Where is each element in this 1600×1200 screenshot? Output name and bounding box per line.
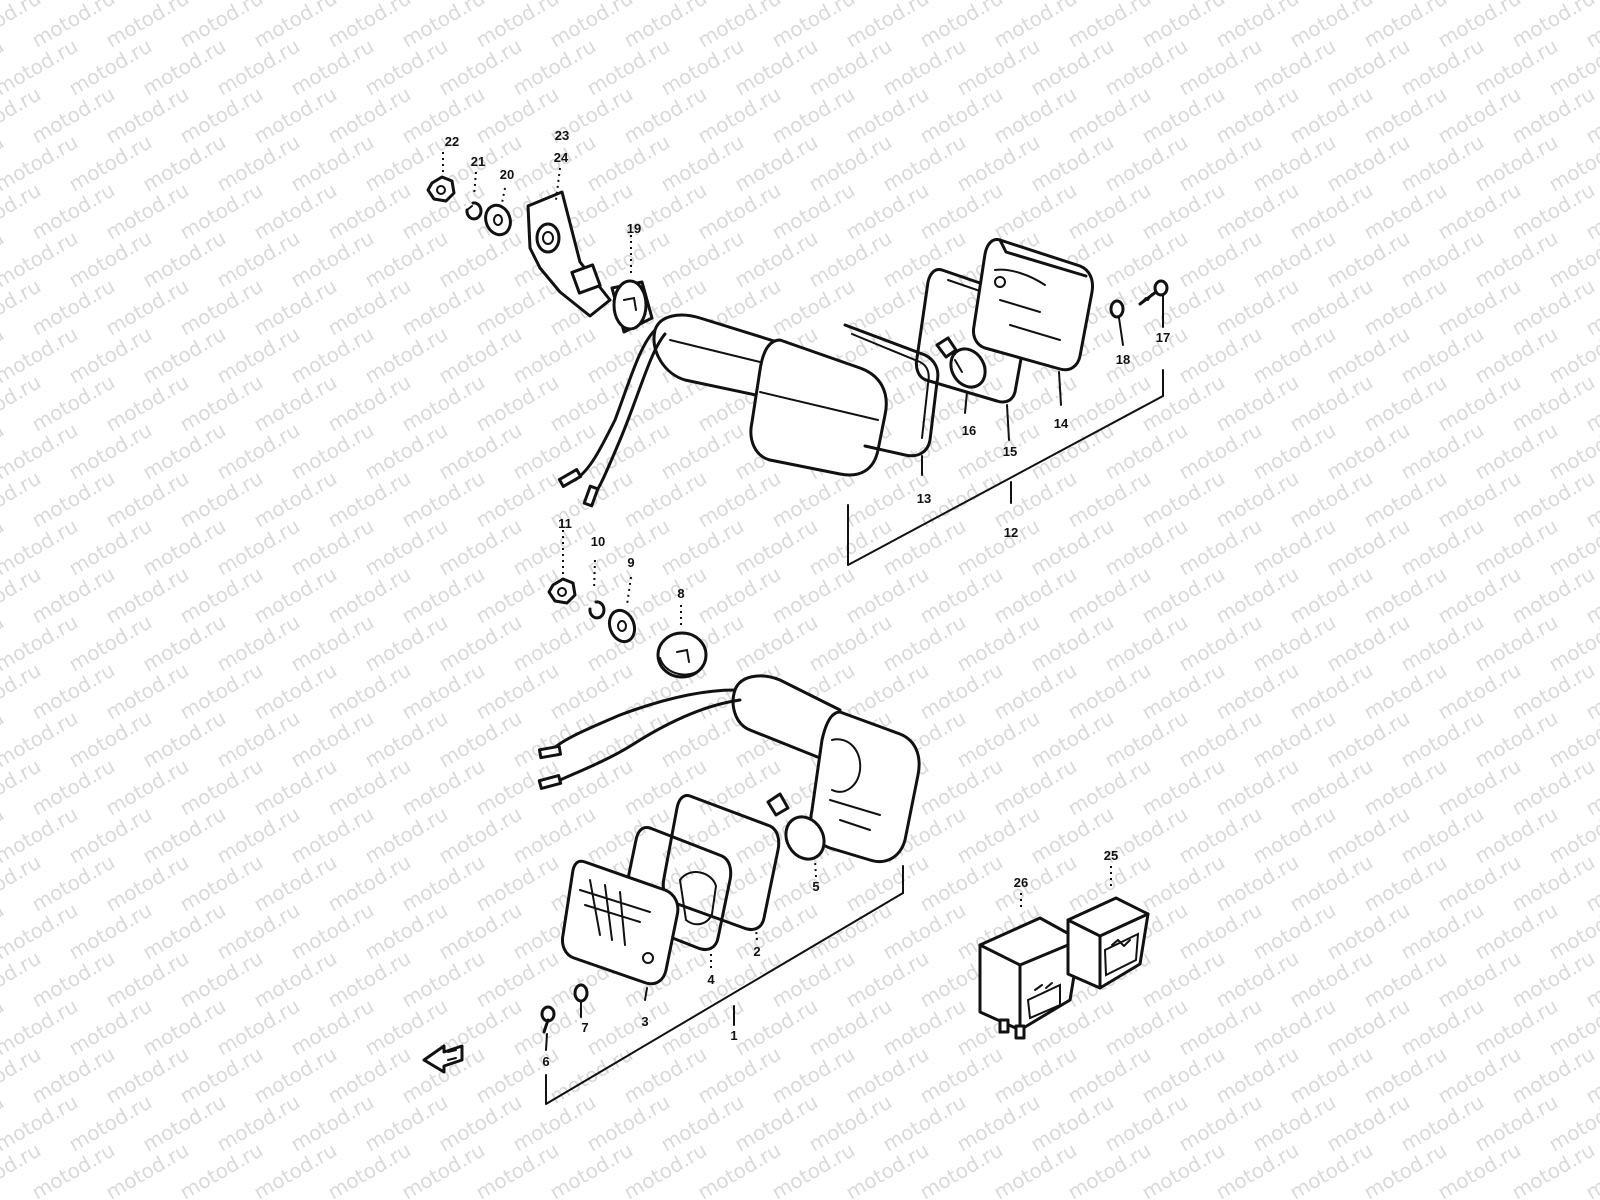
callout-7: 7 (581, 1020, 588, 1035)
gasket-2-icon (661, 794, 781, 932)
callout-24: 24 (554, 150, 569, 165)
callout-6: 6 (542, 1054, 549, 1069)
gasket-13-icon (843, 323, 940, 458)
upper-signal-body-icon (652, 313, 888, 477)
callout-11: 11 (558, 516, 572, 531)
callout-18: 18 (1116, 352, 1130, 367)
leader-lines (442, 152, 1164, 1105)
callout-22: 22 (445, 134, 459, 149)
callout-17: 17 (1156, 330, 1170, 345)
callout-20: 20 (500, 167, 514, 182)
grommet-8-icon (656, 631, 708, 679)
callout-21: 21 (471, 154, 485, 169)
lower-turn-signal-assembly (537, 577, 921, 1034)
callout-9: 9 (627, 555, 634, 570)
relay-25-icon (1066, 896, 1150, 990)
screw-17-icon (1138, 279, 1169, 306)
callout-14: 14 (1054, 416, 1069, 431)
lens-14-icon (972, 238, 1094, 372)
callout-2: 2 (753, 944, 760, 959)
callout-13: 13 (917, 491, 931, 506)
relay-26-icon (978, 916, 1082, 1040)
front-arrow-icon (422, 1044, 464, 1074)
callout-1: 1 (730, 1028, 737, 1043)
lock-washer-10-icon (588, 600, 606, 620)
callout-12: 12 (1004, 525, 1018, 540)
lens-3-icon (561, 859, 680, 986)
callout-25: 25 (1104, 848, 1118, 863)
callout-16: 16 (962, 423, 976, 438)
callout-23: 23 (555, 128, 569, 143)
callout-4: 4 (707, 972, 715, 987)
callout-8: 8 (677, 586, 684, 601)
lock-washer-21-icon (465, 201, 483, 221)
washer-9-icon (607, 608, 637, 644)
washer-7-icon (573, 983, 589, 1003)
washer-18-icon (1109, 299, 1125, 319)
bracket-23-24-icon (526, 190, 612, 318)
upper-turn-signal-assembly (426, 175, 1169, 508)
lower-wire-leads-icon (537, 688, 742, 790)
bulb-16-icon (935, 336, 987, 389)
bulb-5-icon (766, 792, 826, 861)
callout-26: 26 (1014, 875, 1028, 890)
callout-15: 15 (1003, 444, 1017, 459)
grommet-19-icon (610, 279, 654, 334)
nut-22-icon (426, 175, 456, 203)
callout-19: 19 (627, 221, 641, 236)
lower-signal-body-icon (731, 674, 921, 864)
screw-6-icon (540, 1005, 556, 1034)
gasket-4-icon (621, 826, 733, 952)
callout-3: 3 (641, 1014, 648, 1029)
callout-labels: 1 2 3 4 5 6 7 8 9 10 11 12 13 14 15 16 1… (445, 128, 1170, 1069)
nut-11-icon (547, 577, 577, 605)
upper-wire-leads-icon (557, 328, 667, 508)
callout-5: 5 (812, 879, 819, 894)
callout-10: 10 (591, 534, 605, 549)
washer-20-icon (484, 203, 512, 237)
